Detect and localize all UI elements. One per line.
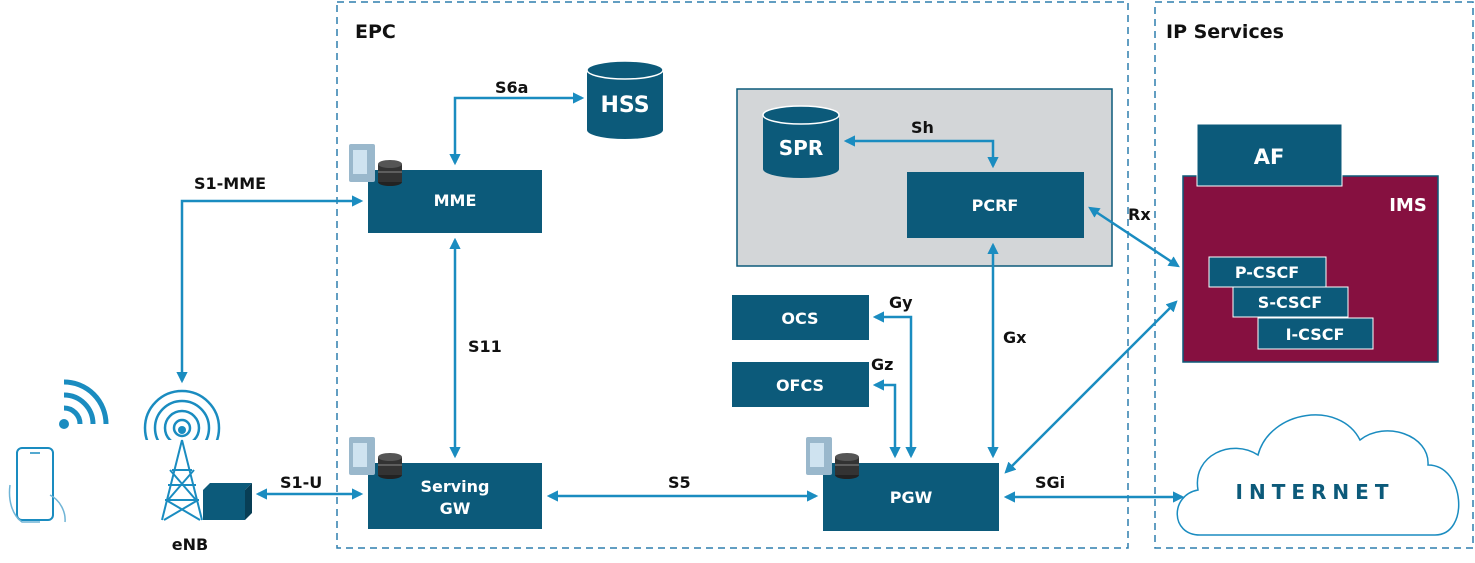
gy-label: Gy: [889, 293, 913, 312]
rx-link: [1088, 206, 1180, 268]
enb-label: eNB: [172, 535, 208, 554]
ofcs-label: OFCS: [776, 376, 824, 395]
s-cscf-label: S-CSCF: [1258, 293, 1322, 312]
server-icon: [349, 144, 402, 186]
baseband-unit: [203, 483, 252, 520]
sh-label: Sh: [911, 118, 934, 137]
ip-services-region: [1154, 1, 1474, 549]
internet-cloud[interactable]: INTERNET: [1176, 414, 1460, 536]
rx-label: Rx: [1128, 205, 1151, 224]
mme-label: MME: [434, 191, 477, 210]
sgi-label: SGi: [1035, 473, 1065, 492]
ocs-node[interactable]: OCS: [732, 295, 869, 340]
serving-gw-label-line2: GW: [440, 499, 471, 518]
gy-link: [872, 311, 917, 459]
gz-link: [872, 379, 901, 459]
sh-link: [843, 135, 999, 169]
ofcs-node[interactable]: OFCS: [732, 362, 869, 407]
s11-label: S11: [468, 337, 502, 356]
smartphone-icon: [8, 447, 66, 523]
i-cscf-label: I-CSCF: [1286, 325, 1345, 344]
server-icon: [806, 437, 859, 479]
sgi-ims-link: [1004, 300, 1178, 474]
s6a-link: [449, 92, 585, 166]
s1-u-label: S1-U: [280, 473, 322, 492]
epc-title: EPC: [355, 21, 396, 43]
gx-label: Gx: [1003, 328, 1027, 347]
hss-label: HSS: [600, 93, 649, 118]
s1-mme-link: [176, 195, 364, 384]
af-node[interactable]: AF: [1196, 123, 1343, 187]
s6a-label: S6a: [495, 78, 528, 97]
ip-services-title: IP Services: [1166, 21, 1284, 43]
s-cscf-node[interactable]: S-CSCF: [1232, 286, 1349, 318]
ims-label: IMS: [1389, 195, 1427, 216]
af-label: AF: [1254, 145, 1285, 169]
hss-database[interactable]: HSS: [586, 60, 664, 139]
server-icon: [349, 437, 402, 479]
p-cscf-node[interactable]: P-CSCF: [1208, 256, 1327, 288]
spr-label: SPR: [779, 136, 823, 160]
cell-tower-icon: [140, 389, 224, 521]
wifi-icon: [59, 379, 109, 429]
pcrf-node[interactable]: PCRF: [907, 172, 1084, 238]
s1-mme-label: S1-MME: [194, 174, 266, 193]
s5-label: S5: [668, 473, 691, 492]
ocs-label: OCS: [781, 309, 818, 328]
gz-label: Gz: [871, 355, 893, 374]
pgw-label: PGW: [890, 488, 933, 507]
internet-label: INTERNET: [1236, 480, 1395, 504]
p-cscf-label: P-CSCF: [1235, 263, 1299, 282]
i-cscf-node[interactable]: I-CSCF: [1257, 317, 1374, 350]
pcrf-label: PCRF: [972, 196, 1019, 215]
spr-database[interactable]: SPR: [762, 105, 840, 178]
serving-gw-label-line1: Serving: [420, 477, 489, 496]
